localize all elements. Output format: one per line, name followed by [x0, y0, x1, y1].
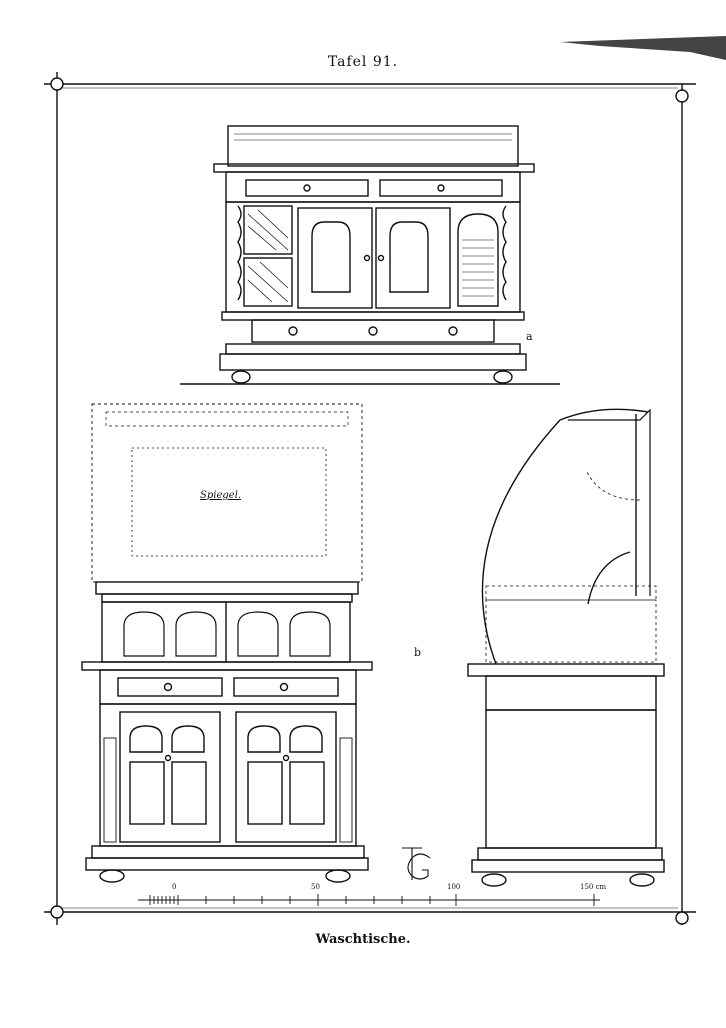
figure-b-label: b	[414, 646, 422, 659]
scale-tick-100: 100	[447, 883, 461, 891]
monogram-mark	[402, 847, 431, 880]
mirror-label: Spiegel.	[200, 490, 242, 501]
scan-artifact	[560, 36, 726, 60]
figure-b-front	[81, 403, 373, 883]
scale-bar	[138, 894, 600, 906]
scale-tick-150: 150 cm	[580, 883, 607, 891]
plate-title: Tafel 91.	[327, 54, 399, 70]
figure-a-washstand	[180, 125, 560, 385]
scale-tick-0: 0	[172, 883, 177, 891]
plate-caption: Waschtische.	[315, 932, 411, 947]
figure-b-side-section	[467, 408, 665, 887]
plate-border	[44, 72, 696, 925]
scale-tick-50: 50	[311, 883, 320, 891]
figure-a-label: a	[526, 330, 533, 343]
